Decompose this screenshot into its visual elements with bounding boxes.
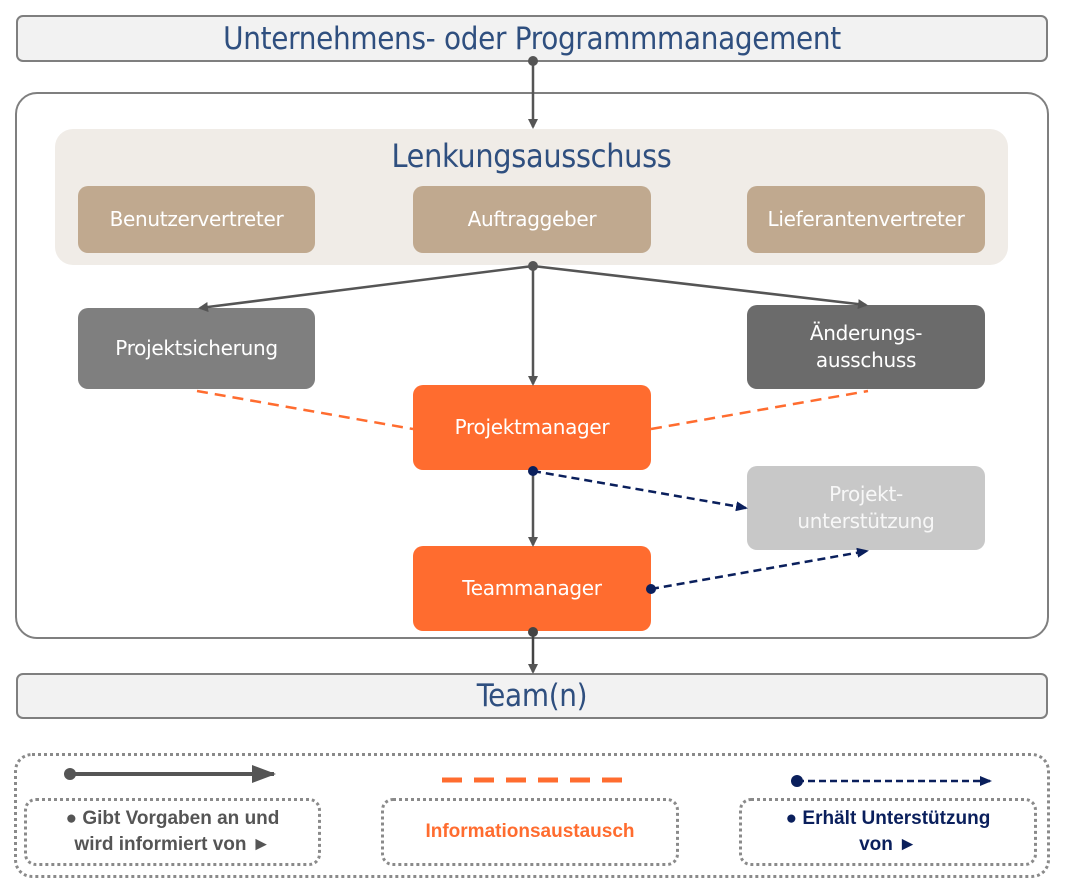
legend-sample-solid-arrow (64, 765, 276, 783)
node-user-representative-label: Benutzervertreter (109, 207, 284, 231)
legend-item-directs: ● Gibt Vorgaben an und wird informiert v… (24, 798, 321, 866)
legend-item-support: ● Erhält Unterstützung von ► (739, 798, 1037, 866)
node-project-manager[interactable]: Projektmanager (413, 385, 651, 470)
dashed-assurance-to-pm (196, 389, 414, 431)
node-change-authority-line1: Änderungs- (809, 321, 923, 345)
node-project-assurance[interactable]: Projektsicherung (78, 308, 315, 389)
management-bar: Unternehmens- oder Programmmanagement (16, 15, 1048, 62)
connector-support (528, 466, 869, 594)
support-origin-dot (646, 584, 656, 594)
connector-to-project-assurance (198, 264, 534, 312)
management-bar-label: Unternehmens- oder Programmmanagement (223, 20, 841, 57)
node-project-support[interactable]: Projekt- unterstützung (747, 466, 985, 550)
connector-steering-fanout (198, 261, 868, 386)
legend-item-support-line1: ● Erhält Unterstützung (785, 808, 991, 829)
node-user-representative[interactable]: Benutzervertreter (78, 186, 315, 253)
dashed-pm-to-support (532, 469, 748, 512)
connector-tm-to-team (528, 627, 538, 674)
legend-item-support-line2: von ► (859, 834, 917, 855)
legend-sample-dashed-arrow (791, 775, 992, 787)
team-bar: Team(n) (16, 673, 1048, 719)
node-change-authority[interactable]: Änderungs- ausschuss (747, 305, 985, 389)
team-bar-label: Team(n) (476, 678, 588, 714)
node-executive[interactable]: Auftraggeber (413, 186, 651, 253)
connector-management-to-steering (528, 56, 538, 129)
steering-committee-title: Lenkungsausschuss (391, 137, 672, 175)
legend-item-directs-line2: wird informiert von ► (74, 834, 271, 855)
node-project-assurance-label: Projektsicherung (115, 336, 278, 360)
legend-item-information-exchange: Informationsaustausch (381, 798, 679, 866)
support-origin-dot (528, 466, 538, 476)
legend-panel (14, 753, 1050, 878)
node-change-authority-line2: ausschuss (815, 348, 917, 372)
legend-item-directs-line1: ● Gibt Vorgaben an und (65, 808, 280, 829)
node-project-support-line2: unterstützung (797, 509, 935, 533)
node-team-manager-label: Teammanager (462, 576, 602, 600)
connector-to-change-authority (532, 264, 868, 310)
node-supplier-representative[interactable]: Lieferantenvertreter (747, 186, 985, 253)
connector-information-exchange (196, 389, 869, 431)
legend-item-information-exchange-label: Informationsaustausch (425, 821, 635, 842)
node-supplier-representative-label: Lieferantenvertreter (767, 207, 965, 231)
node-project-manager-label: Projektmanager (454, 415, 610, 439)
node-team-manager[interactable]: Teammanager (413, 546, 651, 631)
dashed-pm-to-change-authority (650, 389, 869, 431)
dashed-tm-to-support (650, 547, 869, 591)
node-executive-label: Auftraggeber (467, 207, 597, 231)
node-project-support-line1: Projekt- (829, 482, 903, 506)
